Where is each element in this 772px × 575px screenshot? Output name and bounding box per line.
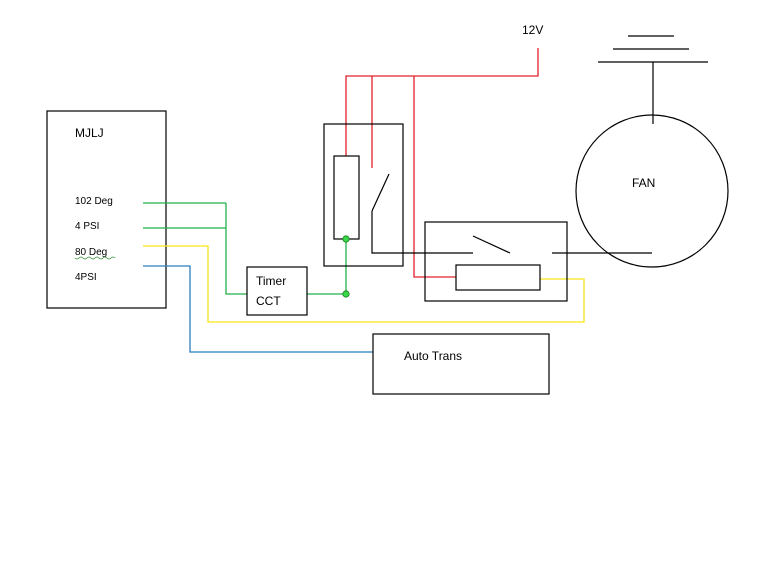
fan-label: FAN [632,176,655,190]
relay-1-coil [333,155,360,240]
junction-node [342,290,350,298]
relay-1-switch-out [371,211,473,254]
wire-timer-input [225,203,247,295]
relay-2 [424,221,652,302]
input-label-80-deg: 80 Deg [75,247,107,258]
timer-label-line2: CCT [256,294,281,308]
fan-circle [575,114,729,268]
input-label-4psi: 4PSI [75,272,97,283]
relay-1-switch-blade [371,173,390,212]
wire-80-deg [143,245,585,323]
auto-trans-box [372,333,550,395]
input-label-102-deg: 102 Deg [75,196,113,207]
signal-wires [143,202,585,353]
relay-2-coil [455,264,541,291]
timer-box [246,266,308,316]
relay-1-housing [323,123,404,267]
relay-2-switch-blade [472,235,511,254]
power-wires [345,48,539,278]
spellcheck-squiggle [74,256,116,260]
ecu-box [46,110,167,309]
power-wire-main [345,48,539,156]
power-wire-relay2 [413,76,456,278]
input-label-4-psi: 4 PSI [75,221,99,232]
timer-label-line1: Timer [256,274,286,288]
junction-node [342,235,350,243]
ecu-label: MJLJ [75,126,104,140]
wire-4psi-auto-trans [143,265,373,353]
relay-2-housing [424,221,568,302]
ground-symbol [598,35,708,124]
auto-trans-label: Auto Trans [404,349,462,363]
supply-label: 12V [522,23,543,37]
